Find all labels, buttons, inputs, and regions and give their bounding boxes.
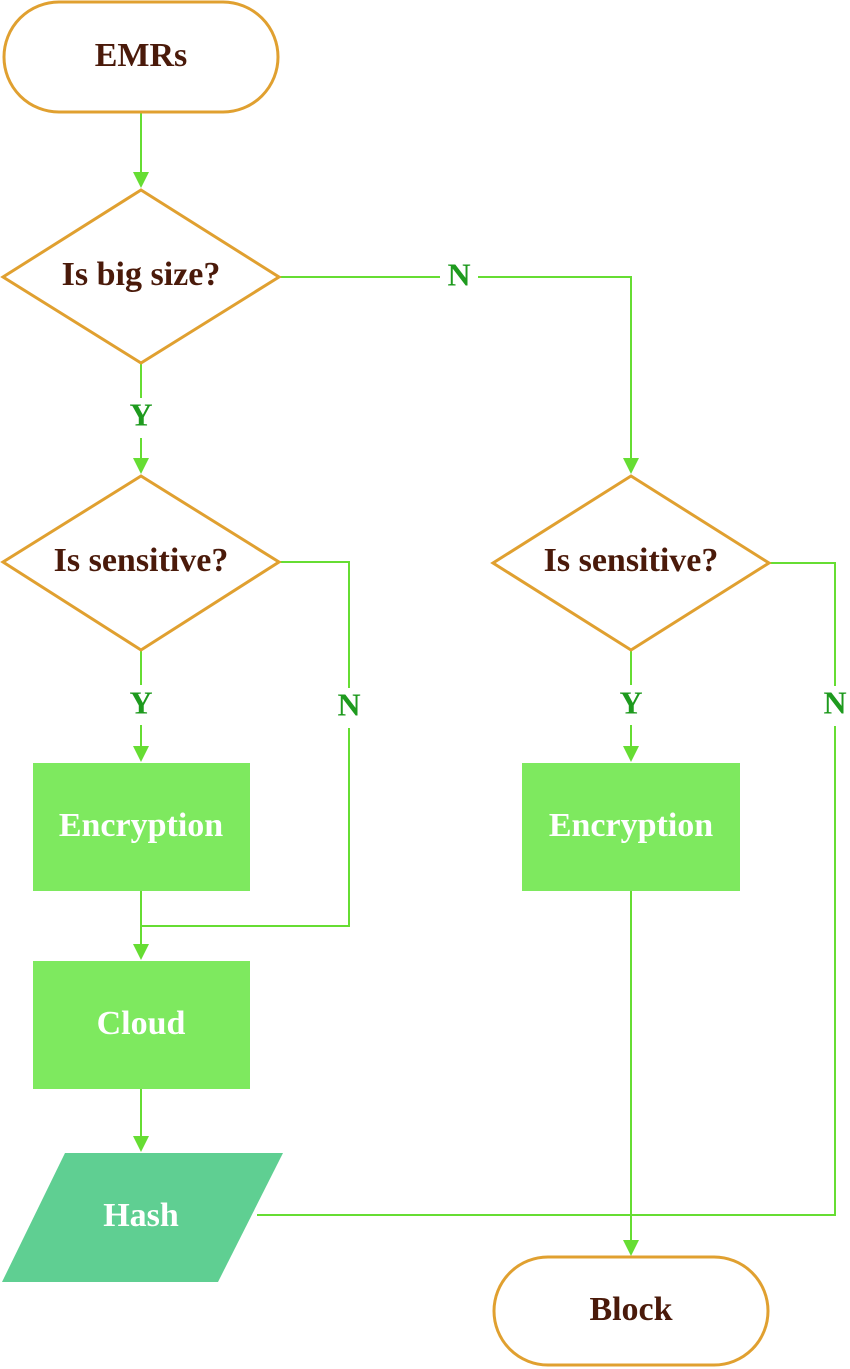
edge-label-sensitive-right-no: N xyxy=(823,684,846,720)
node-hash-label: Hash xyxy=(103,1197,179,1234)
node-encryption-right: Encryption xyxy=(522,763,740,891)
node-hash: Hash xyxy=(2,1153,283,1282)
node-cloud: Cloud xyxy=(33,961,250,1089)
node-is-sensitive-left-label: Is sensitive? xyxy=(54,542,229,579)
node-block-label: Block xyxy=(589,1291,672,1328)
edge-cloud-to-hash xyxy=(133,1089,149,1152)
edge-emrs-to-big-size xyxy=(133,112,149,188)
edge-encryption-right-to-block xyxy=(623,891,639,1256)
edge-label-big-size-no: N xyxy=(447,256,470,292)
edge-label-sensitive-right-yes: Y xyxy=(619,684,642,720)
edge-sensitive-right-no xyxy=(631,562,836,1216)
edge-big-size-no xyxy=(279,276,639,474)
node-encryption-left: Encryption xyxy=(33,763,250,891)
edge-sensitive-right-yes xyxy=(623,650,639,762)
node-is-sensitive-right-label: Is sensitive? xyxy=(544,542,719,579)
edge-label-sensitive-left-no: N xyxy=(337,686,360,722)
node-block: Block xyxy=(492,1255,770,1367)
node-encryption-right-label: Encryption xyxy=(549,807,713,844)
edge-label-sensitive-left-yes: Y xyxy=(129,684,152,720)
node-is-sensitive-right: Is sensitive? xyxy=(490,474,772,652)
node-emrs-label: EMRs xyxy=(95,37,188,74)
edge-label-big-size-yes: Y xyxy=(129,396,152,432)
node-is-sensitive-left: Is sensitive? xyxy=(0,474,282,652)
edge-sensitive-left-no xyxy=(141,561,350,927)
edge-sensitive-left-yes xyxy=(133,650,149,762)
node-is-big-size: Is big size? xyxy=(0,188,282,365)
node-encryption-left-label: Encryption xyxy=(59,807,223,844)
edge-big-size-yes xyxy=(133,363,149,474)
node-is-big-size-label: Is big size? xyxy=(62,256,221,293)
node-cloud-label: Cloud xyxy=(97,1005,186,1042)
edge-encryption-left-to-cloud xyxy=(133,891,149,960)
node-emrs: EMRs xyxy=(2,0,280,114)
